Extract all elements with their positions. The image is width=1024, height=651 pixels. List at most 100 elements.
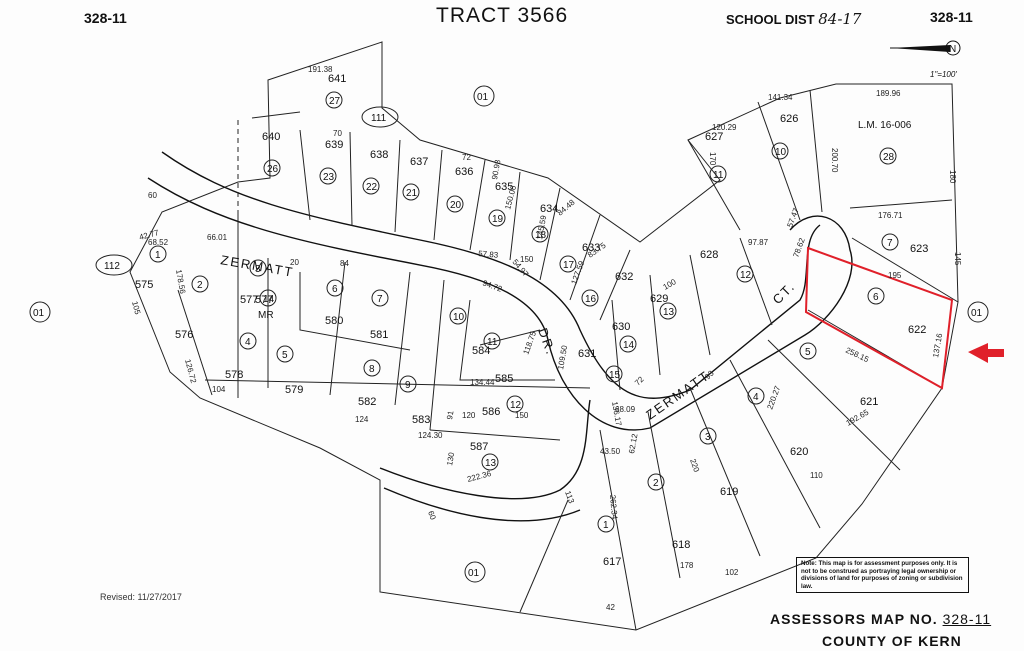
school-district-label: SCHOOL DIST: [726, 12, 815, 27]
parcel-number[interactable]: 587: [470, 441, 488, 453]
scale-label: 1"=100': [930, 70, 957, 79]
lot-number: 2: [653, 478, 659, 489]
street-ct-label: CT.: [770, 278, 799, 307]
dimension-label: 60: [426, 510, 438, 522]
dimension-label: 94.72: [481, 278, 503, 293]
parcel-number[interactable]: 628: [700, 249, 718, 261]
dimension-label: 145.59: [535, 214, 548, 240]
school-district-number: 84-17: [818, 10, 862, 28]
parcel-number[interactable]: 632: [615, 271, 633, 283]
dimension-label: 150: [515, 411, 529, 420]
parcel-number[interactable]: 583: [412, 414, 430, 426]
parcel-number[interactable]: 622: [908, 324, 926, 336]
lot-circle: [597, 515, 615, 533]
dimension-label: 68.09: [615, 405, 636, 414]
lot-circle: [249, 259, 267, 277]
lot-number: 1: [155, 250, 161, 261]
lot-circle: [371, 289, 389, 307]
assessor-map-number: ASSESSORS MAP NO. 328-11: [770, 611, 991, 627]
parcel-number[interactable]: 633: [582, 242, 600, 254]
dimension-label: 102: [725, 568, 739, 577]
dimension-label: 195: [888, 271, 902, 280]
lot-circle: [446, 195, 464, 213]
parcel-number[interactable]: 638: [370, 149, 388, 161]
parcel-number[interactable]: 582: [358, 396, 376, 408]
dimension-label: 78.62: [791, 236, 806, 258]
parcel-number[interactable]: 575: [135, 279, 153, 291]
parcel-labels: 5751576257735771457845795580658175828583…: [135, 73, 928, 568]
lot-number: 9: [405, 380, 411, 391]
lm-label: L.M. 16-006: [858, 120, 912, 131]
parcel-number[interactable]: 637: [410, 156, 428, 168]
dimension-label: 222.36: [466, 469, 492, 484]
parcel-number[interactable]: 636: [455, 166, 473, 178]
parcel-number[interactable]: 623: [910, 243, 928, 255]
parcel-number[interactable]: 579: [285, 384, 303, 396]
lot-circle: [402, 183, 420, 201]
dimension-label: 124: [355, 415, 369, 424]
revised-date: Revised: 11/27/2017: [100, 592, 182, 602]
parcel-number[interactable]: 618: [672, 539, 690, 551]
parcel-number[interactable]: 629: [650, 293, 668, 305]
assessor-map-label: ASSESSORS MAP NO.: [770, 611, 938, 627]
parcel-number[interactable]: 617: [603, 556, 621, 568]
map-number-right: 328-11: [930, 9, 973, 25]
lot-circle: [239, 332, 257, 350]
lot-number: 10: [775, 147, 787, 158]
parcel-number[interactable]: 635: [495, 181, 513, 193]
lot-number: 11: [487, 337, 498, 348]
map-boundary: [129, 41, 959, 631]
parcel-number[interactable]: 631: [578, 348, 596, 360]
dimension-label: 105: [130, 300, 142, 316]
parcel-number[interactable]: 640: [262, 131, 280, 143]
parcel-number[interactable]: 578: [225, 369, 243, 381]
lot-circle: [363, 359, 381, 377]
parcel-number[interactable]: 627: [705, 131, 723, 143]
lot-number: 14: [623, 340, 635, 351]
dimension-label: 176.71: [878, 211, 903, 220]
parcel-number[interactable]: 626: [780, 113, 798, 125]
parcel-number[interactable]: 619: [720, 486, 738, 498]
parcel-number[interactable]: 639: [325, 139, 343, 151]
lot-circle: [481, 453, 499, 471]
lot-circle: [581, 289, 599, 307]
lot-number: 15: [609, 370, 621, 381]
lot-circle: [506, 395, 524, 413]
lot-circle: [483, 332, 501, 350]
parcel-number[interactable]: 576: [175, 329, 193, 341]
lot-number: 3: [255, 264, 261, 275]
dimension-label: 72: [633, 374, 646, 387]
dimension-label: 178.56: [174, 269, 187, 295]
lot-number: 10: [453, 312, 465, 323]
lot-number: 5: [805, 347, 811, 358]
dimension-label: 100: [662, 277, 679, 292]
parcel-number[interactable]: 586: [482, 406, 500, 418]
parcel-number[interactable]: 580: [325, 315, 343, 327]
circled-ref-112: 112: [104, 261, 120, 272]
lot-circle: [149, 245, 167, 263]
lot-number: 18: [535, 230, 547, 241]
parcel-number[interactable]: 585: [495, 373, 513, 385]
lot-circle: [399, 375, 417, 393]
highlighted-parcel-622[interactable]: [804, 246, 954, 390]
disclaimer-notice: Note: This map is for assessment purpose…: [796, 557, 969, 593]
lot-circle: [881, 233, 899, 251]
parcel-number[interactable]: 641: [328, 73, 346, 85]
dimension-label: 192.65: [845, 407, 871, 427]
parcel-number[interactable]: 634: [540, 203, 558, 215]
lot-circle: [659, 302, 677, 320]
lot-number: 4: [753, 392, 759, 403]
dimension-label: 178: [680, 561, 694, 570]
parcel-number[interactable]: 630: [612, 321, 630, 333]
map-number-left: 328-11: [84, 10, 127, 26]
circled-ref-01-right: 01: [971, 308, 983, 319]
parcel-number[interactable]: 621: [860, 396, 878, 408]
parcel-number[interactable]: 620: [790, 446, 808, 458]
parcel-number[interactable]: 581: [370, 329, 388, 341]
lot-circle: [699, 427, 717, 445]
parcel-number[interactable]: 584: [472, 345, 490, 357]
lot-circle: [619, 335, 637, 353]
parcel-number[interactable]: 577: [240, 294, 258, 306]
lot-number: 20: [450, 200, 462, 211]
